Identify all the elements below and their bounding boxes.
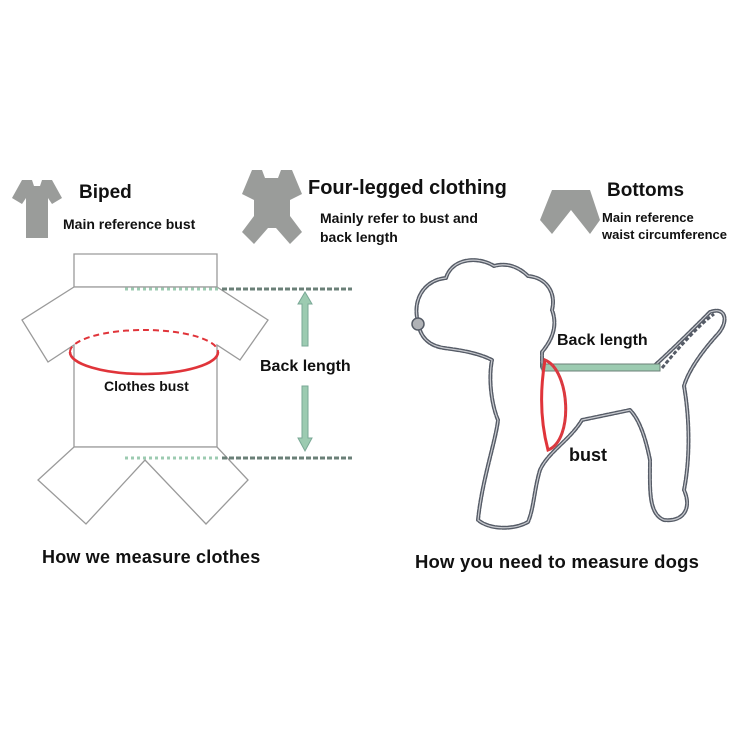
category-desc-biped: Main reference bust: [63, 216, 196, 232]
category-desc-bottoms-line1: Main reference: [602, 210, 694, 225]
dog-tail: [660, 312, 715, 369]
dog-back-length-label: Back length: [557, 332, 648, 349]
dog-nose: [411, 317, 425, 331]
dog-bust-line: [540, 357, 568, 453]
shirt-icon: [12, 180, 62, 238]
clothes-caption: How we measure clothes: [42, 547, 261, 567]
dog-outline: [414, 258, 727, 530]
clothes-bust-line: [68, 329, 220, 376]
category-title-bottoms: Bottoms: [607, 180, 685, 201]
category-title-biped: Biped: [79, 182, 132, 203]
pants-icon: [540, 190, 600, 234]
four-legged-suit-icon: [242, 170, 302, 244]
back-length-arrow: [297, 291, 313, 453]
category-desc-four-legged-line2: back length: [320, 229, 398, 245]
garment-outline: [21, 253, 269, 525]
category-title-four-legged: Four-legged clothing: [308, 177, 507, 199]
back-length-guides: [125, 287, 352, 460]
dog-caption: How you need to measure dogs: [415, 551, 700, 572]
dog-bust-label: bust: [569, 445, 607, 465]
clothes-bust-label: Clothes bust: [104, 378, 189, 394]
category-desc-bottoms-line2: waist circumference: [602, 227, 728, 242]
dog-back-length-line: [541, 363, 661, 372]
category-desc-four-legged-line1: Mainly refer to bust and: [320, 210, 478, 226]
clothes-back-length-label: Back length: [260, 358, 351, 375]
